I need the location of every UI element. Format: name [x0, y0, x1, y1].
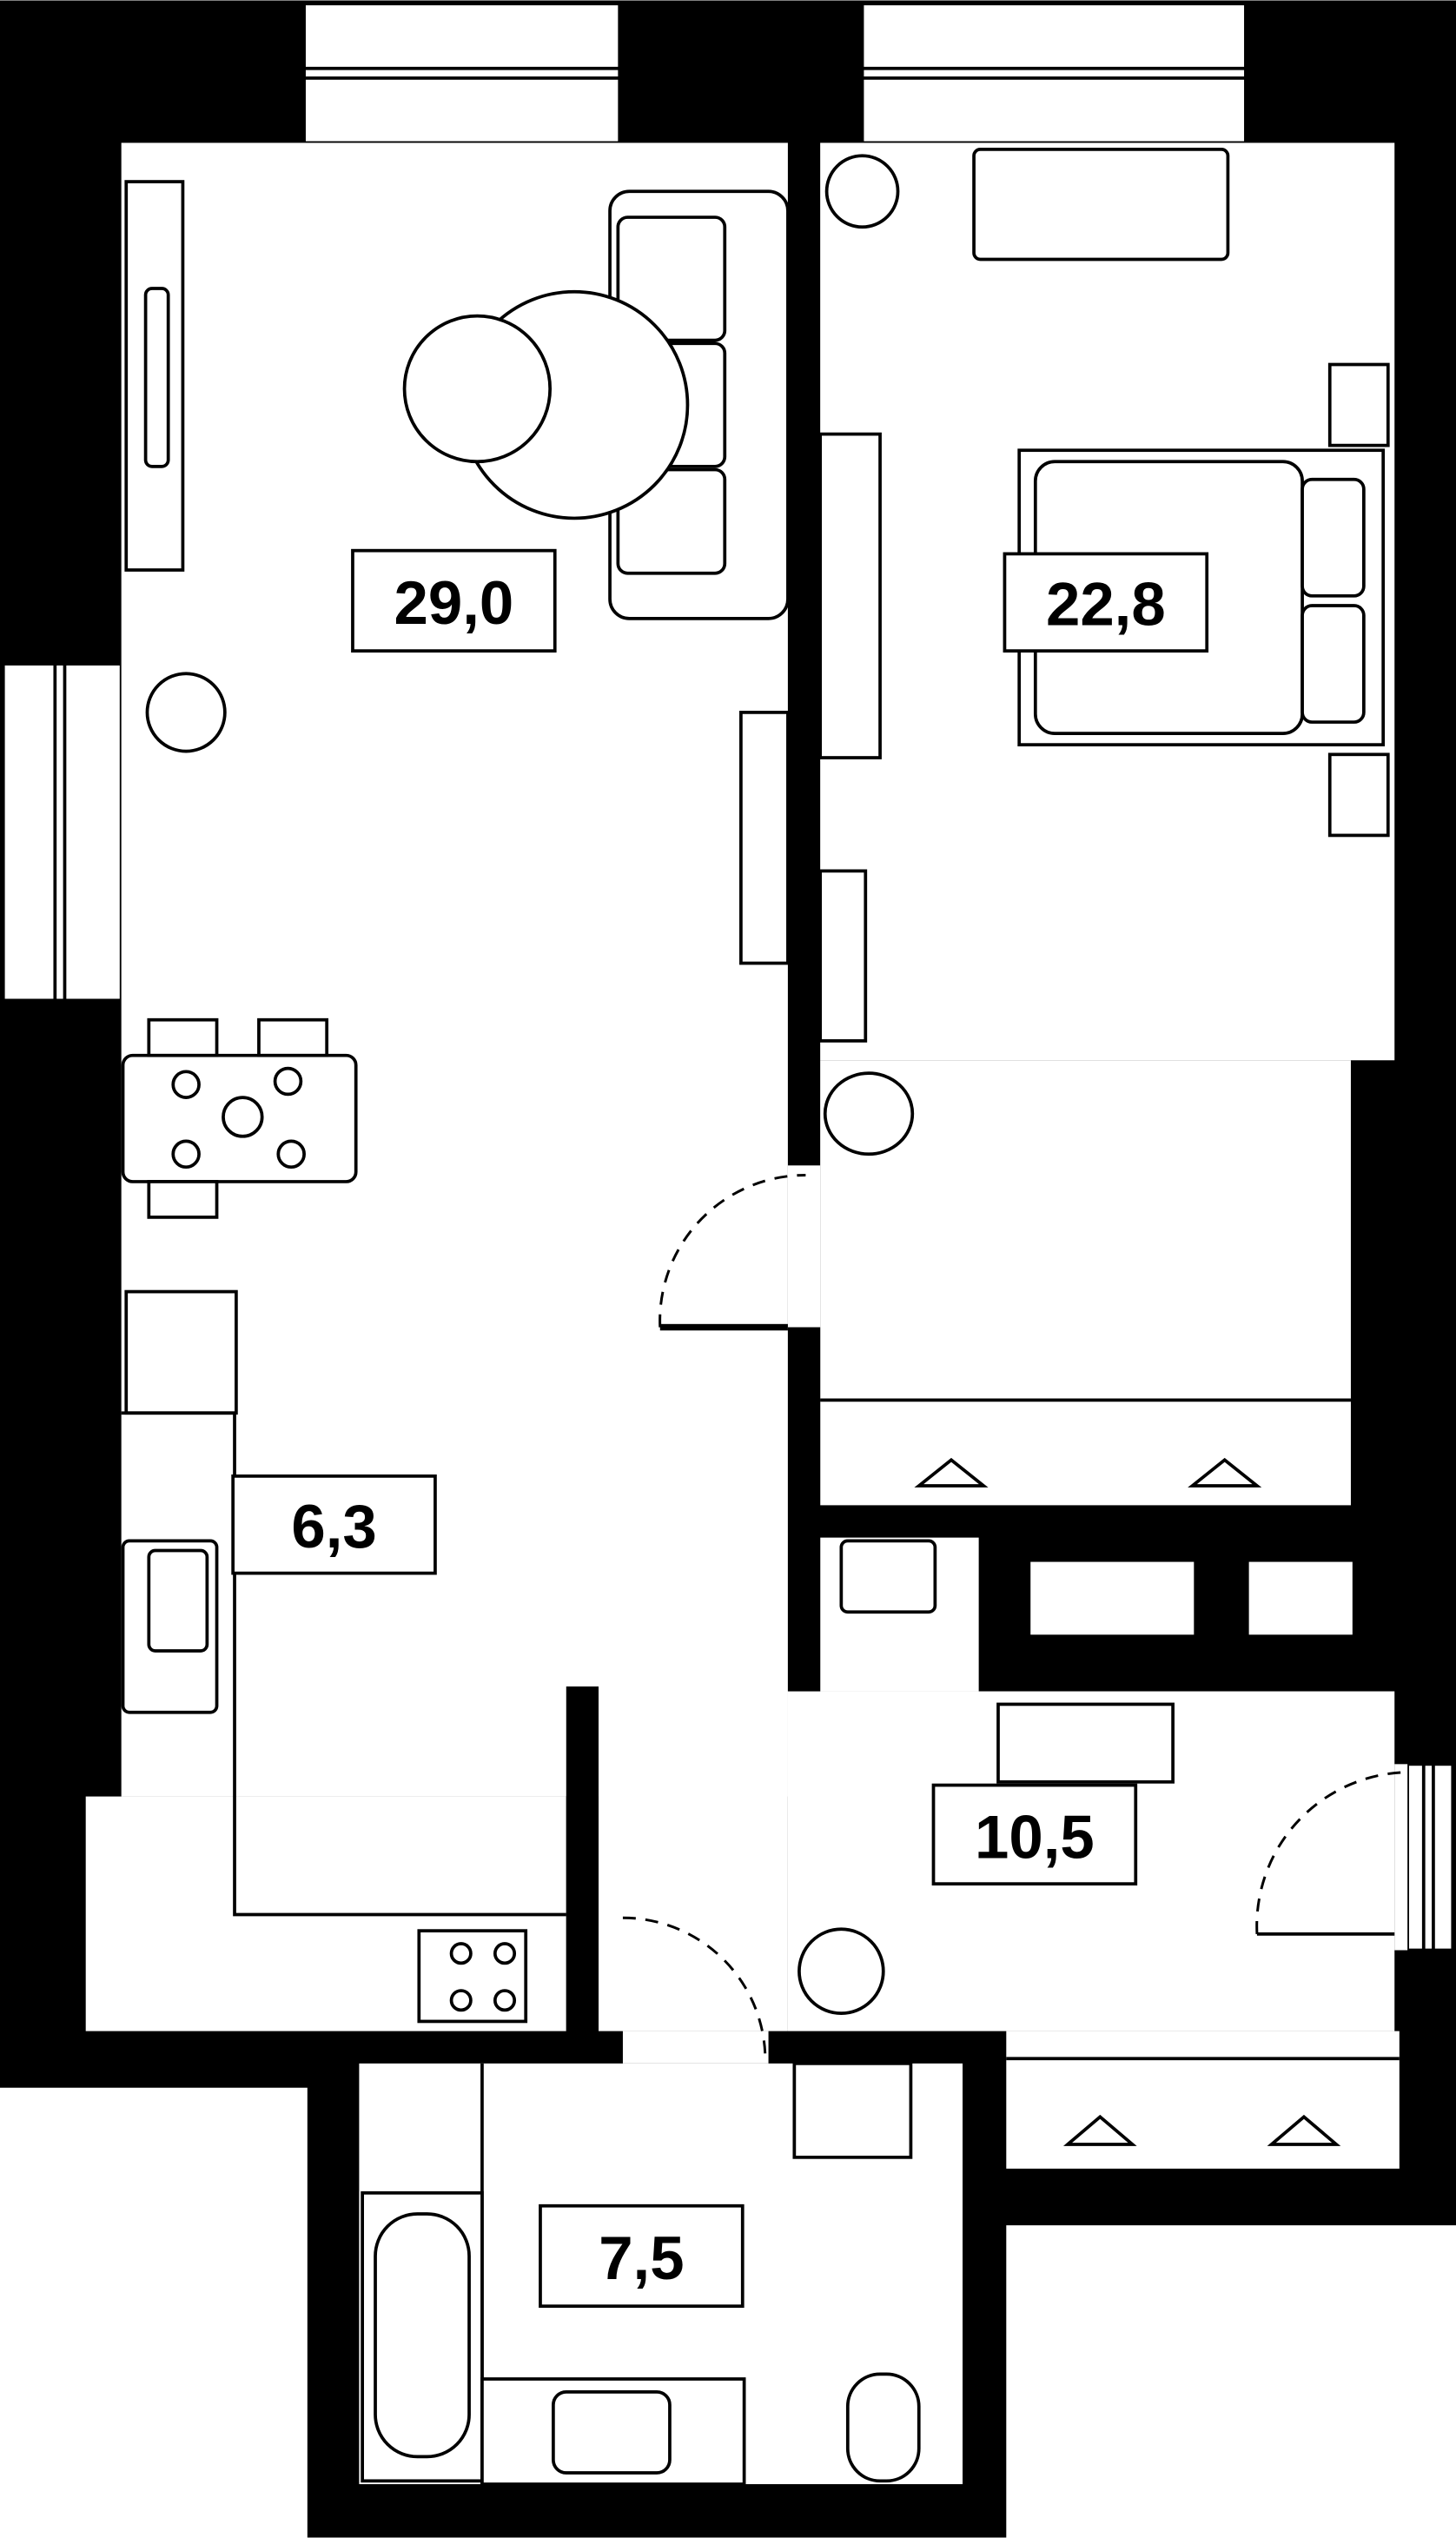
area-hallway: 10,5: [975, 1803, 1095, 1872]
washer: [839, 1539, 937, 1614]
area-kitchen: 6,3: [291, 1492, 376, 1561]
toilet: [845, 2372, 921, 2483]
hanger-icon: [914, 1457, 989, 1488]
label-hallway: 10,5: [931, 1783, 1138, 1886]
radiator: [739, 711, 790, 965]
bathroom-furniture: [361, 2061, 921, 2486]
label-kitchen: 6,3: [231, 1474, 437, 1575]
door-swings: [622, 1174, 1408, 2056]
console: [996, 1702, 1175, 1784]
washing-machine: [792, 2061, 913, 2159]
plant: [797, 1927, 885, 2015]
chair: [823, 1071, 915, 1156]
kitchen-furniture: [121, 1289, 566, 2024]
fridge: [124, 1289, 238, 1415]
hanger-icon: [1063, 2114, 1137, 2146]
living-furniture: [121, 180, 790, 1219]
dining-table: [121, 1053, 358, 1183]
coffee-table: [402, 314, 553, 464]
desk: [972, 147, 1230, 262]
wardrobe-tv: [818, 432, 882, 759]
hanger-icon: [1267, 2114, 1341, 2146]
windows: [1, 2, 1455, 1952]
label-bedroom: 22,8: [1003, 552, 1209, 653]
area-living-room: 29,0: [394, 568, 514, 637]
hanger-icon: [1188, 1457, 1262, 1488]
plant: [824, 154, 900, 229]
area-bathroom: 7,5: [599, 2223, 684, 2292]
hallway-furniture: [797, 1539, 1400, 2146]
area-bedroom: 22,8: [1046, 570, 1166, 639]
plant: [145, 672, 227, 753]
washbasin: [552, 2390, 672, 2475]
label-living-room: 29,0: [351, 548, 557, 653]
label-bathroom: 7,5: [539, 2203, 745, 2309]
